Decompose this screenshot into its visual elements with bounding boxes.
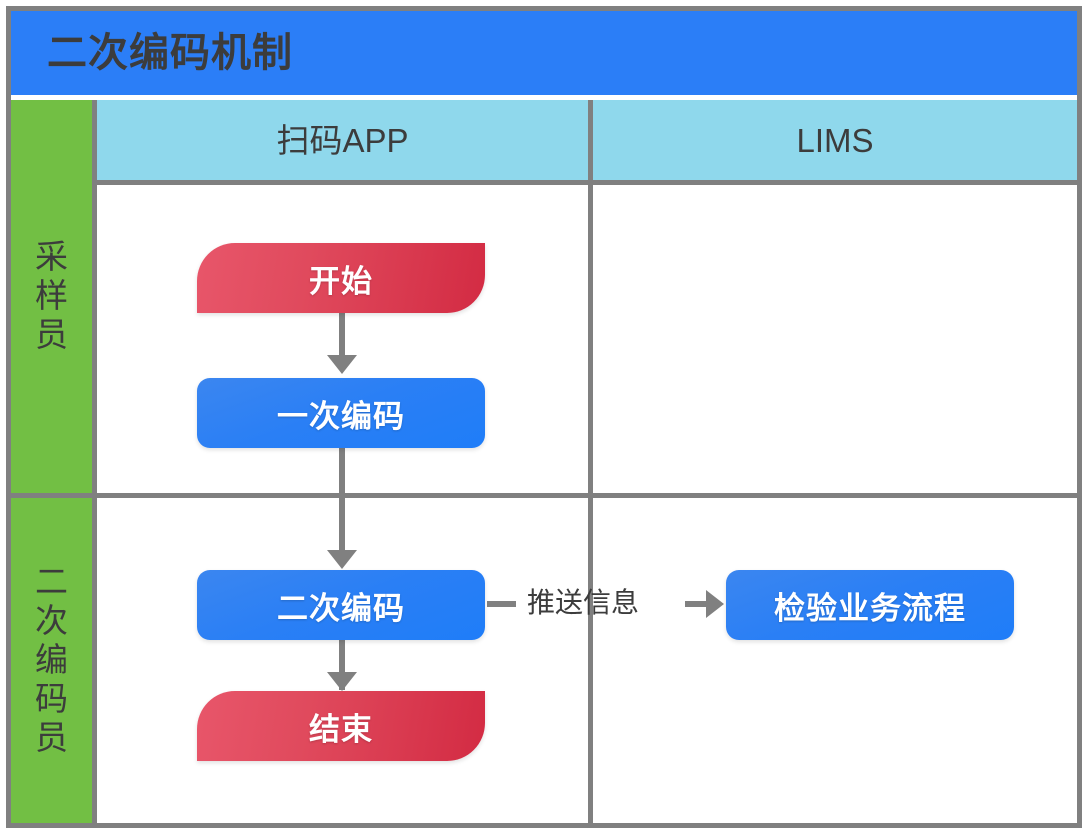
grid-line-header-bottom [92,180,1077,185]
node-first-coding-label: 一次编码 [277,398,405,434]
lane-header-sampler-label: 采样员 [35,238,68,353]
lane-header-recoder: 二次编码员 [11,498,92,823]
connector-first-to-second [339,447,345,562]
connector-first-to-second-arrowhead [327,550,357,569]
column-header-scan-app-label: 扫码APP [276,121,409,159]
connector-second-to-business-stub [487,601,516,607]
connector-second-to-end [339,640,345,690]
node-first-coding[interactable]: 一次编码 [197,378,485,448]
grid-line-lane-divider [11,493,1077,498]
connector-second-to-business-line [685,601,716,607]
connector-start-to-first [339,310,345,363]
diagram-title-bar: 二次编码机制 [11,11,1077,95]
diagram-title: 二次编码机制 [47,31,293,75]
connector-second-to-business-arrowhead [706,590,724,618]
lane-header-sampler: 采样员 [11,100,92,493]
node-second-coding[interactable]: 二次编码 [197,570,485,640]
connector-second-to-end-arrowhead [327,672,357,691]
grid-line-column-divider [588,100,593,823]
column-header-lims: LIMS [593,100,1077,180]
edge-label-push-info: 推送信息 [527,587,640,618]
node-start-label: 开始 [309,263,373,299]
connector-start-to-first-arrowhead [327,355,357,374]
node-inspection-business-process-label: 检验业务流程 [774,590,966,626]
node-start[interactable]: 开始 [197,243,485,313]
lane-header-recoder-label: 二次编码员 [35,563,68,756]
column-header-lims-label: LIMS [796,121,874,159]
node-second-coding-label: 二次编码 [277,590,405,626]
node-end-label: 结束 [309,711,373,747]
node-inspection-business-process[interactable]: 检验业务流程 [726,570,1014,640]
column-header-scan-app: 扫码APP [97,100,588,180]
node-end[interactable]: 结束 [197,691,485,761]
grid-line-role-divider [92,100,97,823]
